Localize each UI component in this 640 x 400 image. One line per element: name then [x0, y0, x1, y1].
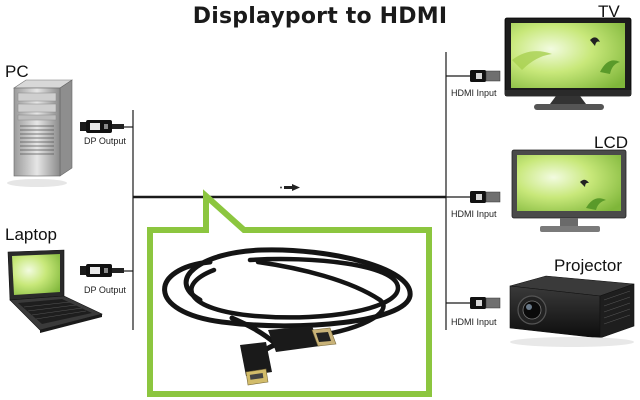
- laptop-icon: [7, 249, 103, 333]
- connection-lines: [124, 52, 470, 330]
- lcd-monitor-icon: [511, 149, 627, 232]
- dp-plug-pc-icon: [80, 120, 124, 133]
- pc-label: PC: [5, 62, 29, 81]
- dp-plug-laptop-icon: [80, 264, 124, 277]
- lcd-port-label: HDMI Input: [451, 209, 497, 219]
- pc-tower-icon: [7, 79, 73, 187]
- pc-port-label: DP Output: [84, 136, 126, 146]
- projector-port-label: HDMI Input: [451, 317, 497, 327]
- tv-port-label: HDMI Input: [451, 88, 497, 98]
- hdmi-plug-tv-icon: [470, 70, 501, 82]
- lcd-label: LCD: [594, 133, 629, 152]
- hdmi-connector-icon: [268, 326, 337, 352]
- projector-icon: [509, 275, 635, 347]
- hdmi-plug-lcd-icon: [470, 191, 501, 203]
- laptop-port-label: DP Output: [84, 285, 126, 295]
- hdmi-plug-projector-icon: [470, 297, 501, 309]
- laptop-label: Laptop: [5, 225, 57, 244]
- cable-callout: [147, 189, 432, 397]
- dp-connector-icon: [240, 342, 272, 386]
- projector-label: Projector: [554, 256, 623, 275]
- diagram-title: Displayport to HDMI: [192, 4, 448, 29]
- tv-icon: [504, 17, 632, 110]
- tv-label: TV: [598, 2, 620, 21]
- arrow-icon: [280, 184, 300, 191]
